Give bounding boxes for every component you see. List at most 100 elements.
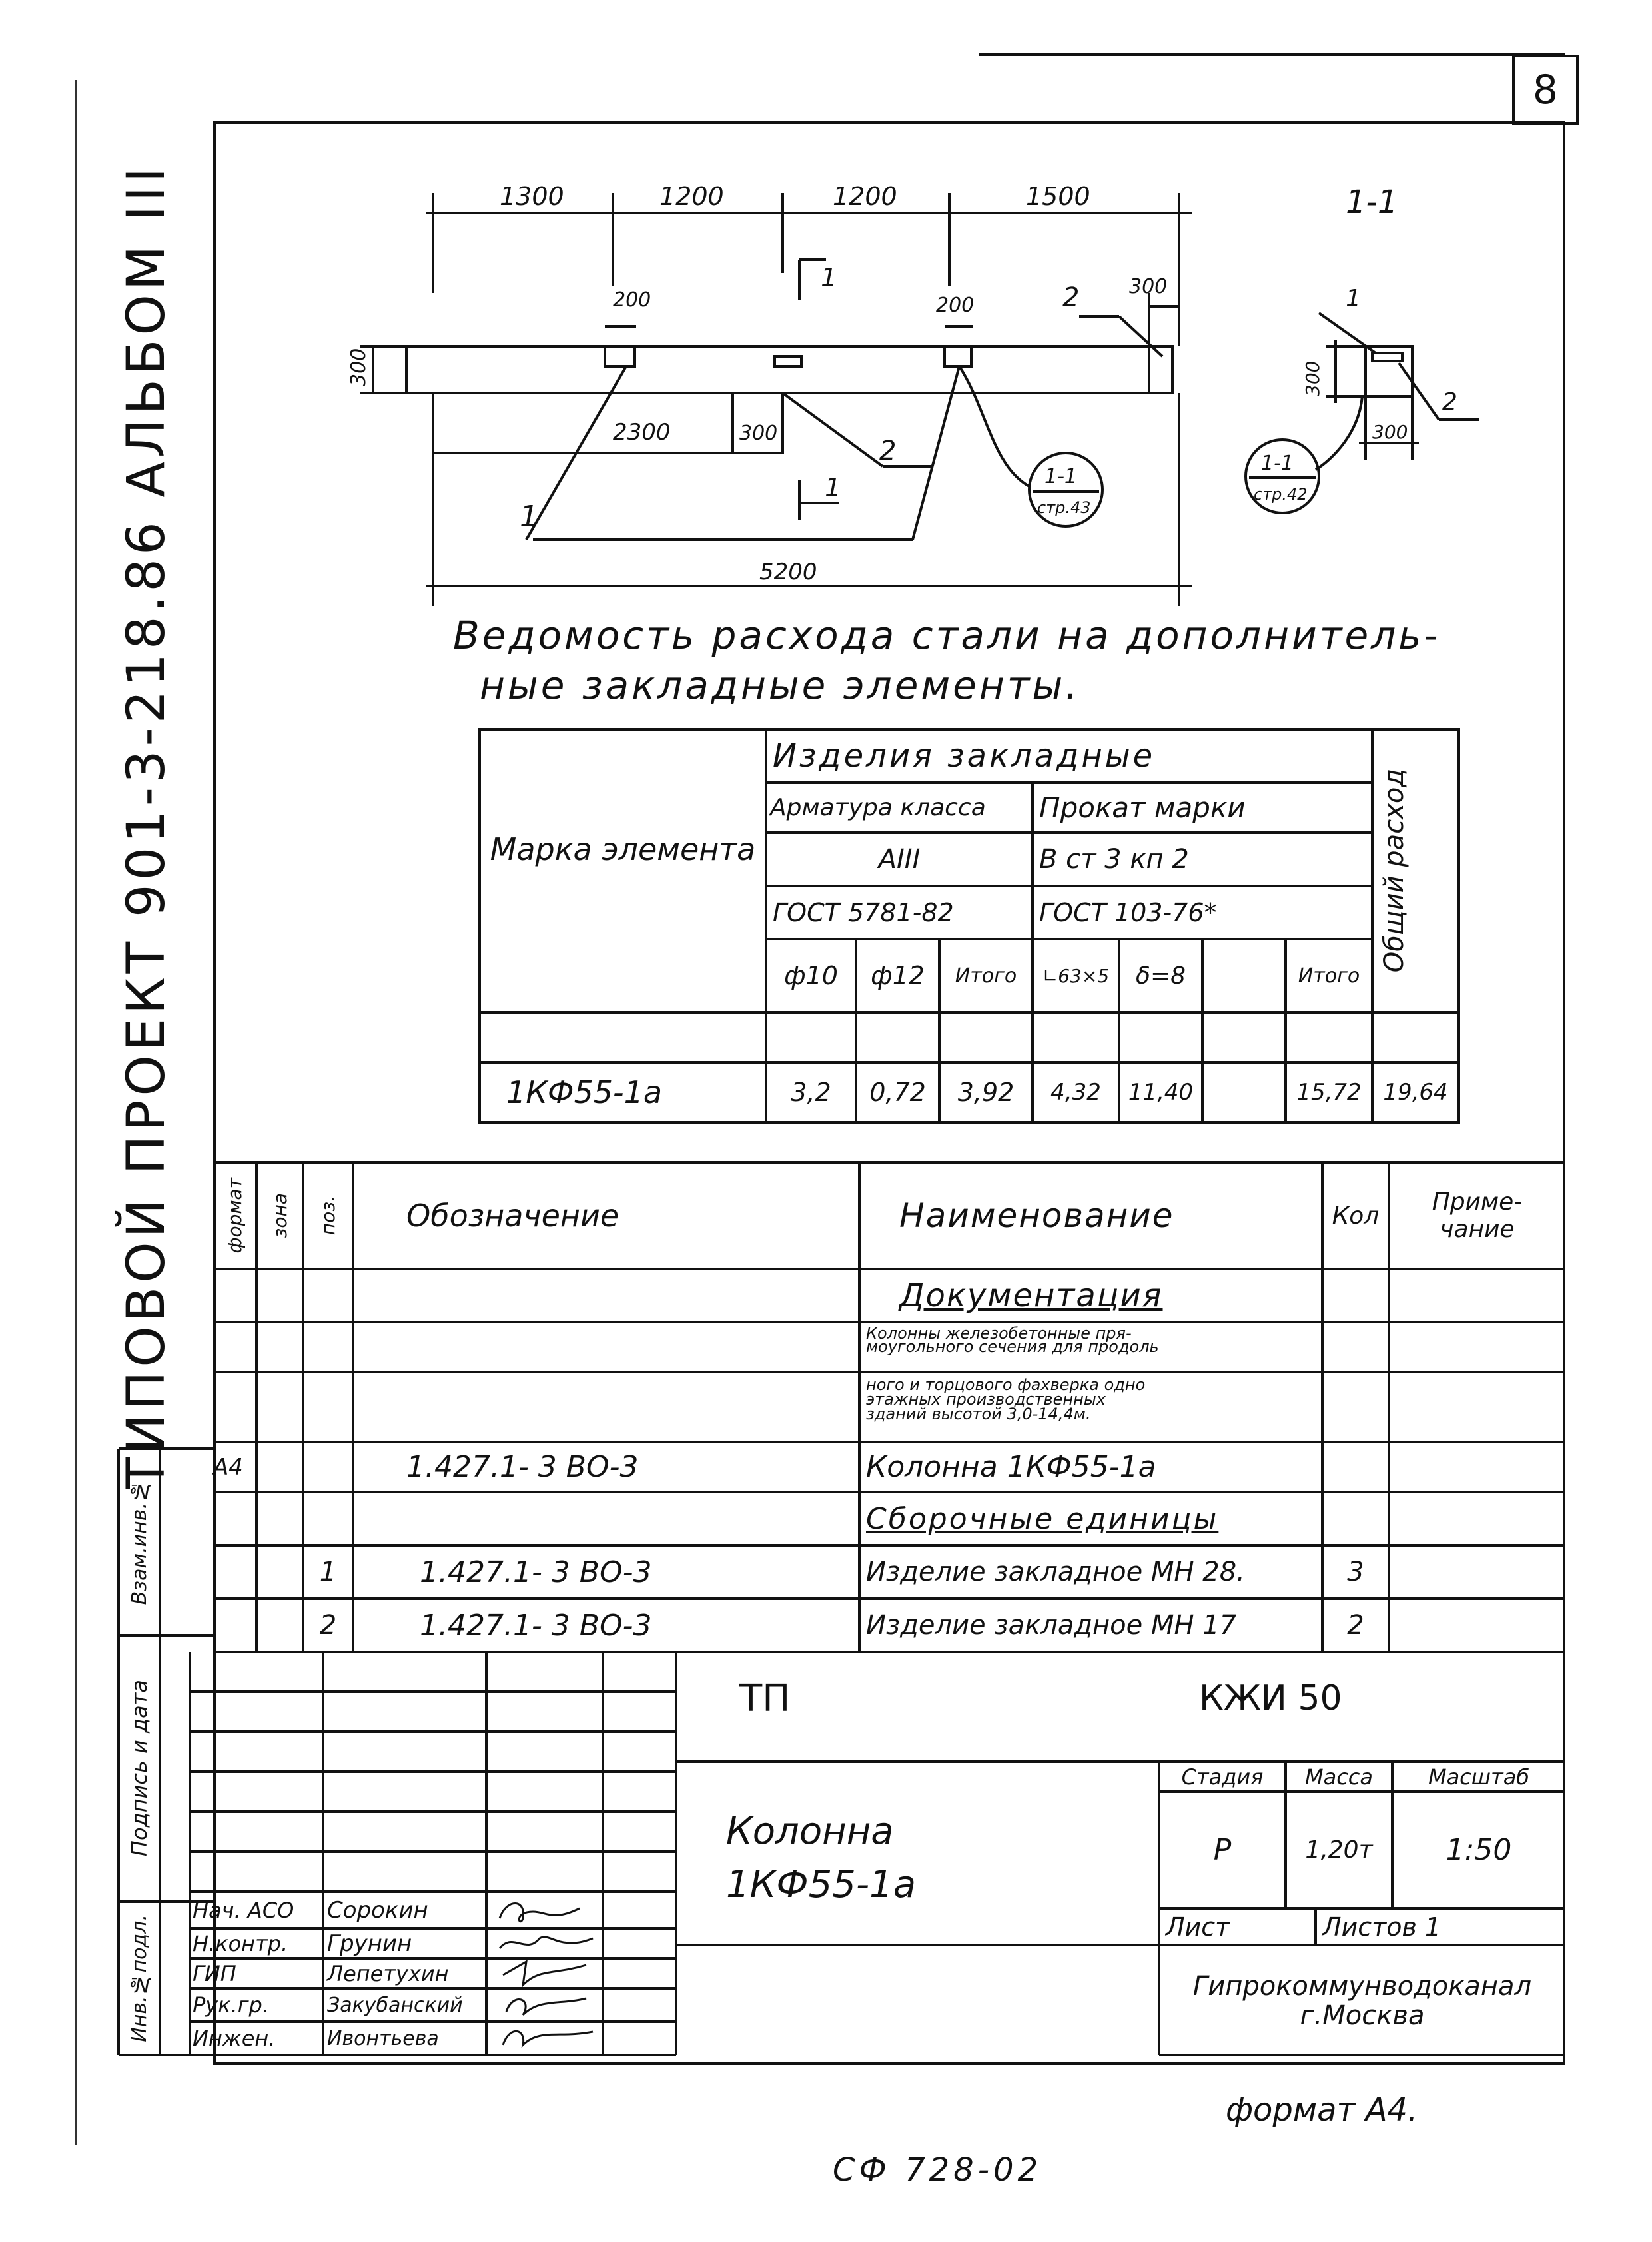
st-val-4: 4,32 [1050,1079,1101,1106]
section-title: 1-1 [1346,184,1398,221]
callout-b-top: 1-1 [1261,452,1294,475]
leader-2-mid: 2 [879,436,896,466]
st-h-rebar-gost: ГОСТ 5781-82 [773,898,954,927]
format-note: формат А4. [1226,2091,1418,2129]
tb-person-5: Ивонтьева [327,2026,439,2050]
st-val-7: 15,72 [1296,1079,1362,1106]
dim-200-b: 200 [936,294,974,317]
tb-scale: 1:50 [1446,1833,1512,1867]
tb-org-line2: г.Москва [1300,2000,1425,2031]
section-leader-1: 1 [1346,285,1361,312]
stamp-signature-date: Подпись и дата [127,1680,152,1857]
callout-b-bottom: стр.42 [1254,485,1308,504]
tb-stage: Р [1213,1833,1232,1867]
spec-section-docs: Документация [899,1277,1163,1314]
dim-1200-b: 1200 [833,182,897,211]
spec-row1-pos: 1 [319,1557,337,1587]
st-val-3: 3,92 [957,1078,1015,1107]
tb-name: Колонна 1КФ55-1а [726,1805,916,1912]
tb-name-line1: Колонна [726,1810,894,1853]
docs-line-3: ного и торцового фахверка одно [866,1375,1146,1394]
dim-300-mid: 300 [739,422,777,445]
tb-code: КЖИ 50 [1199,1679,1342,1718]
dim-5200: 5200 [759,559,817,585]
main-frame [213,121,1565,2065]
page-number: 8 [1532,66,1559,113]
spec-row2-pos: 2 [319,1610,337,1641]
spec-row-col-name: Колонна 1КФ55-1а [866,1450,1156,1484]
tb-person-4: Закубанский [327,1993,463,2017]
spec-h-zone: зона [268,1193,291,1238]
bottom-code: СФ 728-02 [833,2151,1042,2189]
tb-tp: ТП [739,1677,791,1720]
docs-line-1: Колонны железобетонные пря- [866,1324,1132,1343]
st-val-2: 0,72 [869,1078,926,1107]
section-dim-300-v: 300 [1302,361,1324,396]
spec-row-col-designation: 1.427.1- 3 ВО-3 [406,1450,639,1484]
spec-h-name: Наименование [899,1196,1174,1235]
callout-a-top: 1-1 [1044,465,1077,488]
tb-h-stage: Стадия [1181,1764,1264,1790]
tb-sheet: Лист [1166,1912,1230,1942]
spec-docs-text: Колонны железобетонные пря- моугольного … [866,1324,1319,1356]
dim-200-a: 200 [613,288,651,312]
dim-2300: 2300 [613,419,671,446]
st-val-1: 3,2 [791,1078,831,1107]
st-col-5: δ=8 [1135,962,1186,990]
spec-row1-designation: 1.427.1- 3 ВО-3 [420,1555,652,1589]
st-col-2: ф12 [871,961,925,990]
tb-person-2: Грунин [327,1930,412,1957]
st-val-5: 11,40 [1128,1079,1194,1106]
statement-title-1: Ведомость расхода стали на дополнитель- [453,613,1441,658]
top-rule [979,53,1565,56]
tb-mass: 1,20т [1305,1836,1373,1864]
spec-row2-name: Изделие закладное МН 17 [866,1610,1237,1641]
tb-role-2: Н.контр. [193,1930,288,1956]
tb-person-1: Сорокин [327,1896,428,1924]
tb-role-3: ГИП [193,1960,236,1986]
tb-h-mass: Масса [1304,1764,1373,1790]
docs-line-5: зданий высотой 3,0-14,4м. [866,1405,1091,1423]
tb-person-3: Лепетухин [327,1960,449,1986]
st-h-rolled-grade: В ст 3 кп 2 [1039,844,1189,875]
st-h-rolled-gost: ГОСТ 103-76* [1039,898,1217,927]
section-mark-1: 1 [821,263,837,292]
leader-1: 1 [520,500,538,534]
left-edge-line [75,80,77,2145]
signatures [498,1902,594,2048]
spec-h-designation: Обозначение [406,1198,620,1234]
docs-line-2: моугольного сечения для продоль [866,1337,1159,1356]
tb-role-5: Инжен. [193,2026,276,2051]
st-col-7: Итого [1298,964,1360,988]
st-val-8: 19,64 [1383,1079,1448,1106]
st-h-rebar-grade: АIII [878,844,921,875]
st-h-mark: Марка элемента [490,831,756,867]
statement-title-2: ные закладные элементы. [480,663,1080,708]
spec-row1-name: Изделие закладное МН 28. [866,1557,1245,1587]
stamp-vzam-inv: Взам.инв.№ [127,1479,151,1605]
tb-role-4: Рук.гр. [193,1992,270,2018]
st-row-mark: 1КФ55-1а [506,1074,663,1110]
spec-h-qty: Кол [1332,1202,1380,1230]
section-dim-300-h: 300 [1372,421,1408,443]
tb-org-line1: Гипрокоммунводоканал [1192,1971,1532,2002]
spec-docs-text-2: ного и торцового фахверка одно этажных п… [866,1375,1319,1423]
st-h-embedded: Изделия закладные [773,737,1156,775]
dim-300-left: 300 [347,348,370,386]
dim-1300: 1300 [500,182,564,211]
tb-org: Гипрокоммунводоканал г.Москва [1159,1972,1565,2030]
spec-row2-designation: 1.427.1- 3 ВО-3 [420,1608,652,1643]
spec-row1-qty: 3 [1347,1557,1364,1587]
st-h-rebar-class: Арматура класса [770,794,986,821]
spec-section-assemblies: Сборочные единицы [866,1501,1219,1536]
dim-300-right: 300 [1129,275,1167,298]
section-mark-1b: 1 [825,473,841,502]
stamp-inv-podl: Инв.№подл. [127,1914,151,2042]
dim-1200-a: 1200 [659,182,724,211]
callout-a-bottom: стр.43 [1037,498,1091,517]
tb-sheets: Листов 1 [1322,1912,1442,1942]
tb-h-scale: Масштаб [1428,1764,1530,1790]
dim-1500: 1500 [1026,182,1090,211]
